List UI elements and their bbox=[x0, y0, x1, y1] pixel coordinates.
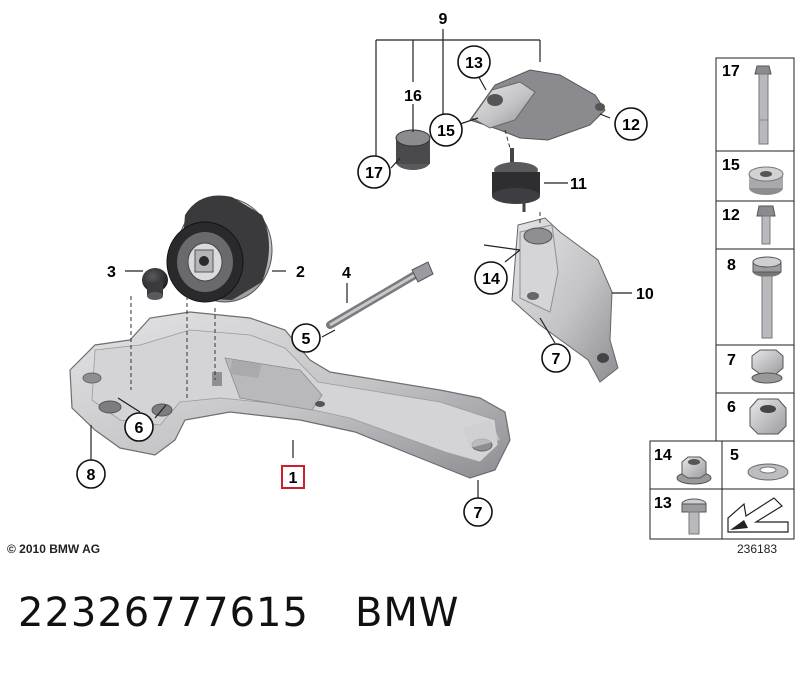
sidebar-item-13[interactable]: 13 bbox=[654, 495, 707, 535]
callout-3[interactable]: 3 bbox=[107, 264, 116, 281]
svg-text:5: 5 bbox=[730, 447, 739, 464]
callout-8[interactable]: 8 bbox=[76, 459, 106, 489]
callout-15[interactable]: 15 bbox=[429, 113, 463, 147]
flange-nut-icon bbox=[676, 456, 712, 485]
svg-text:12: 12 bbox=[622, 117, 640, 134]
callout-5[interactable]: 5 bbox=[291, 323, 321, 353]
diagram-number: 236183 bbox=[737, 542, 778, 556]
svg-text:15: 15 bbox=[437, 123, 455, 140]
callout-1[interactable]: 1 bbox=[281, 465, 305, 489]
svg-text:15: 15 bbox=[722, 157, 740, 174]
callout-9[interactable]: 9 bbox=[439, 11, 448, 28]
callout-16[interactable]: 16 bbox=[404, 88, 422, 105]
callout-6[interactable]: 6 bbox=[124, 412, 154, 442]
upper-mount-bracket[interactable] bbox=[469, 69, 606, 141]
svg-text:8: 8 bbox=[727, 257, 736, 274]
transmission-crossmember[interactable] bbox=[69, 311, 511, 479]
svg-text:2: 2 bbox=[296, 264, 305, 281]
rubber-mount[interactable] bbox=[492, 148, 540, 212]
sidebar-item-6[interactable]: 6 bbox=[727, 398, 787, 435]
svg-text:11: 11 bbox=[570, 176, 587, 193]
sidebar-item-direction[interactable] bbox=[727, 497, 789, 533]
svg-text:12: 12 bbox=[722, 207, 740, 224]
svg-text:7: 7 bbox=[552, 351, 561, 368]
callout-10[interactable]: 10 bbox=[636, 286, 654, 303]
hex-nut-icon bbox=[749, 398, 787, 435]
sidebar-item-5[interactable]: 5 bbox=[730, 447, 789, 481]
washer-icon bbox=[747, 463, 789, 481]
callout-7-bracket[interactable]: 7 bbox=[541, 343, 571, 373]
bolt-icon bbox=[756, 205, 776, 245]
svg-text:7: 7 bbox=[727, 352, 736, 369]
svg-text:13: 13 bbox=[465, 55, 483, 72]
sidebar-item-8[interactable]: 8 bbox=[727, 256, 782, 339]
part-caption: 22326777615 BMW bbox=[18, 590, 459, 636]
svg-text:4: 4 bbox=[342, 265, 351, 282]
rubber-mount-bushing[interactable] bbox=[166, 195, 273, 303]
sidebar-item-14[interactable]: 14 bbox=[654, 447, 712, 485]
callout-17[interactable]: 17 bbox=[357, 155, 391, 189]
short-bolt-icon bbox=[681, 498, 707, 535]
sidebar-item-15[interactable]: 15 bbox=[722, 157, 784, 195]
transmission-bracket[interactable] bbox=[511, 217, 619, 383]
callout-11[interactable]: 11 bbox=[570, 176, 587, 193]
part-number: 22326777615 bbox=[18, 590, 309, 636]
svg-text:17: 17 bbox=[722, 63, 740, 80]
long-bolt[interactable] bbox=[326, 261, 434, 329]
brand-name: BMW bbox=[354, 590, 460, 636]
svg-text:5: 5 bbox=[302, 331, 311, 348]
leader-lines bbox=[90, 29, 632, 498]
direction-arrow-icon bbox=[727, 497, 789, 533]
svg-text:7: 7 bbox=[474, 505, 483, 522]
hex-bolt-icon bbox=[752, 256, 782, 339]
callout-2[interactable]: 2 bbox=[296, 264, 305, 281]
copyright-notice: © 2010 BMW AG bbox=[7, 542, 101, 556]
svg-text:10: 10 bbox=[636, 286, 654, 303]
svg-text:3: 3 bbox=[107, 264, 116, 281]
sidebar-item-17[interactable]: 17 bbox=[722, 63, 772, 145]
svg-text:14: 14 bbox=[654, 447, 672, 464]
sidebar-item-12[interactable]: 12 bbox=[722, 205, 776, 245]
svg-text:6: 6 bbox=[135, 420, 144, 437]
long-bolt-icon bbox=[754, 65, 772, 145]
spacer-sleeve-icon bbox=[748, 166, 784, 195]
svg-text:8: 8 bbox=[87, 467, 96, 484]
damper-cylinder[interactable] bbox=[395, 129, 431, 170]
rubber-stopper[interactable] bbox=[142, 268, 168, 300]
svg-text:13: 13 bbox=[654, 495, 672, 512]
svg-text:14: 14 bbox=[482, 271, 500, 288]
svg-text:17: 17 bbox=[365, 165, 383, 182]
svg-text:6: 6 bbox=[727, 399, 736, 416]
callout-14[interactable]: 14 bbox=[474, 261, 508, 295]
callout-13[interactable]: 13 bbox=[457, 45, 491, 79]
callout-7-crossmember[interactable]: 7 bbox=[463, 497, 493, 527]
dashed-assembly-lines bbox=[130, 129, 541, 400]
callout-4[interactable]: 4 bbox=[342, 265, 351, 282]
callout-12[interactable]: 12 bbox=[614, 107, 648, 141]
svg-text:16: 16 bbox=[404, 88, 422, 105]
hex-nut-collar-icon bbox=[751, 349, 784, 384]
sidebar-item-7[interactable]: 7 bbox=[727, 349, 784, 384]
svg-text:9: 9 bbox=[439, 11, 448, 28]
svg-text:1: 1 bbox=[289, 470, 298, 487]
